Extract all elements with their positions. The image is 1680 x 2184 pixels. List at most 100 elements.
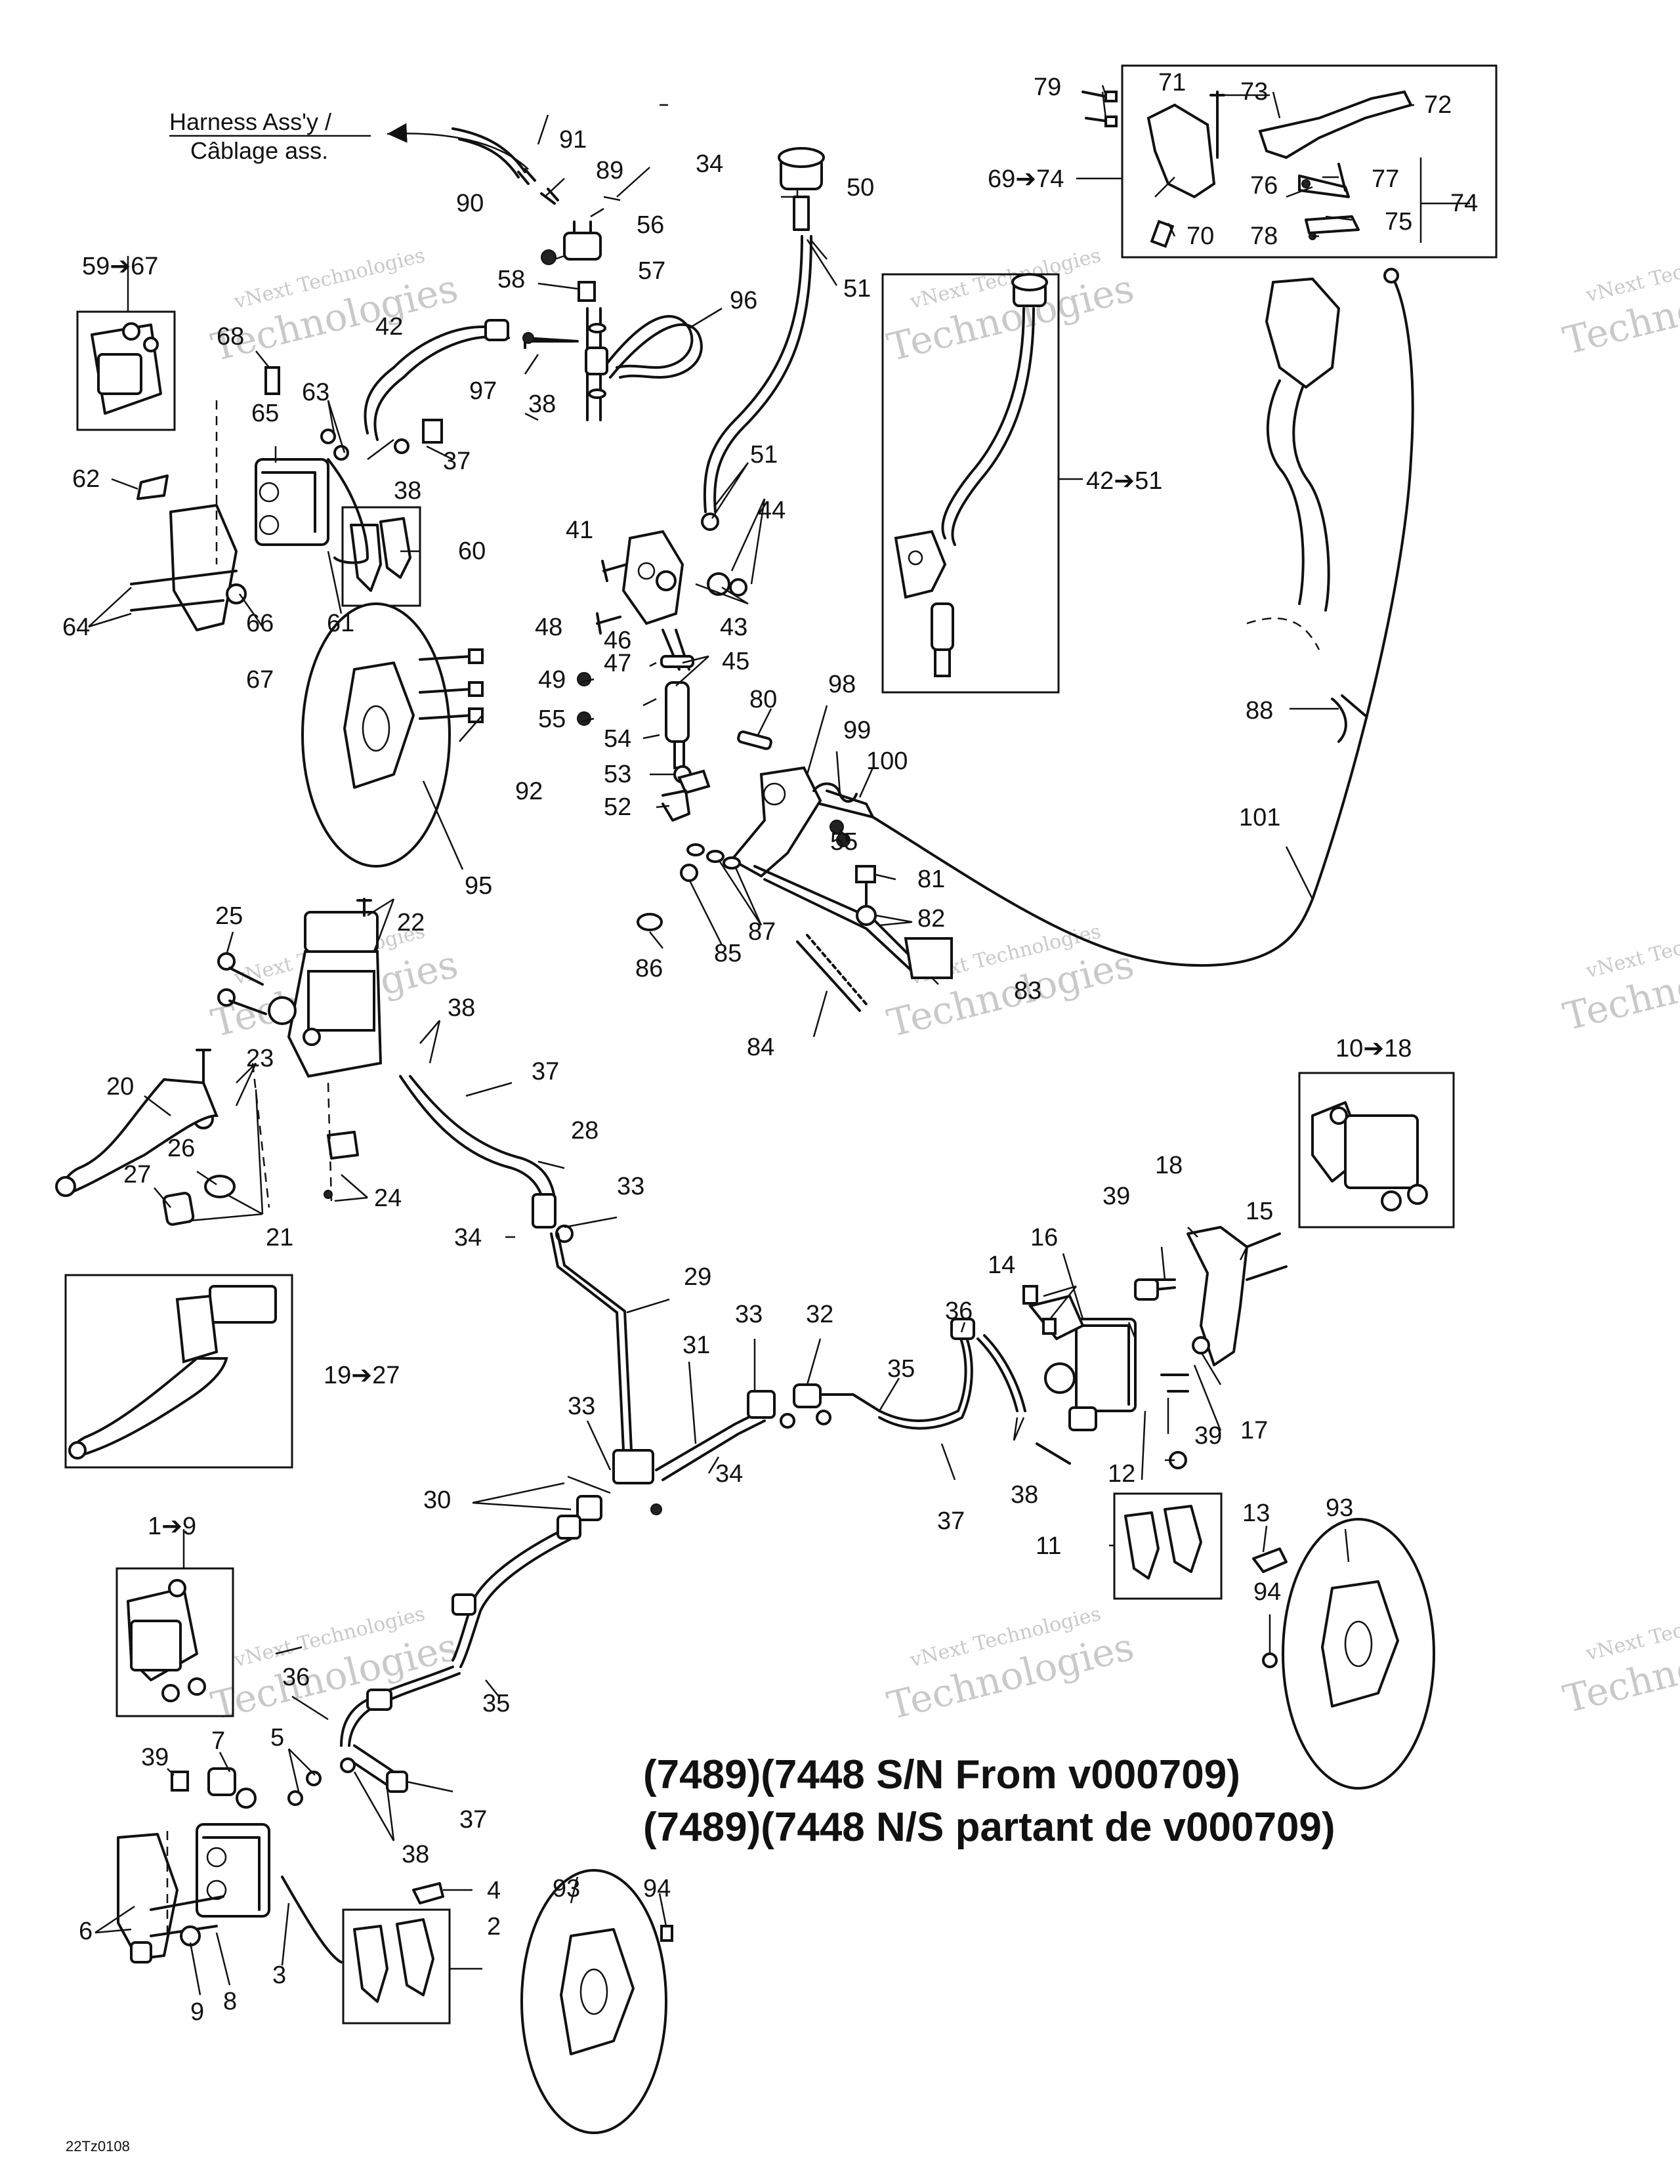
callout-label: 87	[748, 918, 776, 946]
callout-label: 22	[397, 909, 425, 936]
callout-label: 74	[1450, 190, 1478, 217]
callout-label: 91	[559, 126, 587, 154]
callout-label: 94	[1253, 1578, 1281, 1606]
callout-label: 63	[302, 379, 329, 406]
distribution-block	[650, 1318, 1026, 1515]
caliper-1-9-inset-box	[116, 1567, 234, 1717]
callout-label: 26	[167, 1135, 195, 1162]
harness-label-line2: Câblage ass.	[190, 137, 328, 164]
harness-label: Harness Ass'y / Câblage ass.	[169, 108, 529, 178]
bleeder-screws-79	[1082, 91, 1118, 127]
callout-label: 90	[456, 190, 484, 217]
callout-label: 4	[487, 1877, 501, 1904]
callout-label: 39	[1194, 1422, 1222, 1450]
callout-label: 12	[1108, 1460, 1135, 1488]
callout-label: 35	[482, 1690, 510, 1717]
callout-label: 80	[749, 686, 777, 713]
caliper-10-18-inset-drawing	[1311, 1101, 1428, 1211]
callout-label: 42➔51	[1086, 467, 1162, 495]
callout-label: 29	[684, 1263, 711, 1291]
callout-label: 39	[1102, 1183, 1130, 1210]
callout-label: 81	[917, 866, 945, 893]
callout-label: 78	[1250, 222, 1278, 250]
callout-label: 100	[866, 747, 908, 775]
callout-label: 15	[1246, 1198, 1273, 1225]
callout-label: 50	[847, 174, 874, 201]
callout-label: 23	[246, 1045, 274, 1072]
callout-label: 64	[62, 614, 90, 641]
callout-label: 99	[843, 717, 871, 744]
callout-label: 36	[945, 1297, 973, 1325]
callout-label: 75	[1385, 208, 1412, 236]
callout-label: 76	[1250, 172, 1278, 200]
callout-label: 6	[79, 1918, 93, 1945]
watermark-group: vNext Technologies Technologies vNext Te…	[207, 238, 1680, 1729]
upper-left-brake-hose	[364, 319, 579, 454]
callout-label: 89	[596, 157, 623, 184]
callout-label: 14	[988, 1251, 1015, 1279]
caliper-10-18-inset-box	[1298, 1072, 1455, 1228]
callout-label: 85	[714, 940, 742, 967]
callout-label: 77	[1372, 165, 1399, 193]
callout-label: 1➔9	[148, 1513, 196, 1540]
callout-label: 8	[223, 1988, 237, 2015]
handlebar-brake-housing	[1246, 277, 1366, 743]
caliper-1-9-inset-drawing	[127, 1579, 206, 1702]
callout-labels: 1➔9 2 3 4 5 6 7 8 9 10➔18 11 12 13 14 15…	[62, 69, 1478, 2026]
callout-label: 41	[566, 516, 593, 544]
callout-label: 5	[270, 1724, 284, 1752]
callout-label: 61	[327, 610, 354, 637]
callout-label: 45	[722, 648, 749, 675]
callout-label: 53	[604, 761, 631, 788]
callout-label: 97	[469, 377, 497, 405]
callout-label: 38	[1011, 1481, 1038, 1509]
callout-label: 67	[246, 666, 274, 694]
callout-label: 58	[497, 266, 525, 293]
master-cylinder-19-27-inset-drawing	[68, 1285, 277, 1460]
callout-label: 62	[72, 465, 100, 493]
callout-label: 47	[604, 650, 631, 677]
callout-label: 38	[448, 994, 475, 1022]
callout-label: 70	[1186, 222, 1214, 250]
callout-label: 57	[638, 257, 665, 285]
callout-label: 35	[887, 1355, 915, 1383]
callout-label: 37	[443, 448, 471, 475]
callout-label: 28	[571, 1117, 598, 1144]
callout-label: 51	[843, 275, 871, 303]
callout-label: 65	[251, 400, 279, 427]
lever-assembly-drawing	[1146, 90, 1413, 248]
brake-pad-2-inset-box	[342, 1908, 451, 2025]
callout-label: 71	[1158, 69, 1186, 96]
harness-label-line1: Harness Ass'y /	[169, 108, 331, 135]
master-cylinder-42-51-inset-drawing	[894, 273, 1048, 677]
callout-label: 79	[1034, 74, 1061, 101]
callout-label: 39	[141, 1744, 169, 1771]
brake-light-switch-group	[517, 168, 703, 421]
brake-rotor-93-right	[1252, 1518, 1435, 1790]
callout-label: 34	[696, 150, 723, 178]
callout-label: 44	[758, 497, 786, 524]
callout-label: 25	[215, 902, 243, 930]
callout-label: 38	[394, 477, 421, 505]
callout-label: 69➔74	[988, 165, 1064, 193]
caliper-59-67-inset-box	[76, 310, 176, 431]
callout-label: 49	[538, 666, 566, 694]
callout-label: 95	[465, 872, 492, 900]
callout-label: 43	[720, 614, 747, 641]
callout-label: 93	[553, 1875, 580, 1902]
callout-label: 55	[538, 705, 566, 733]
callout-label: 33	[617, 1173, 644, 1200]
master-cylinder-19-27-inset-box	[64, 1274, 293, 1469]
lever-69-74-inset-box	[1121, 64, 1498, 259]
callout-label: 33	[735, 1301, 763, 1328]
callout-label: 54	[604, 725, 631, 753]
callout-label: 72	[1424, 91, 1452, 119]
callout-label: 16	[1030, 1224, 1058, 1251]
callout-label: 68	[217, 323, 244, 350]
callout-label: 38	[402, 1841, 429, 1868]
brake-pads-2	[353, 1918, 434, 2003]
callout-label: 93	[1326, 1494, 1353, 1522]
brake-rotor-95	[301, 602, 451, 868]
callout-label: 36	[282, 1664, 310, 1691]
